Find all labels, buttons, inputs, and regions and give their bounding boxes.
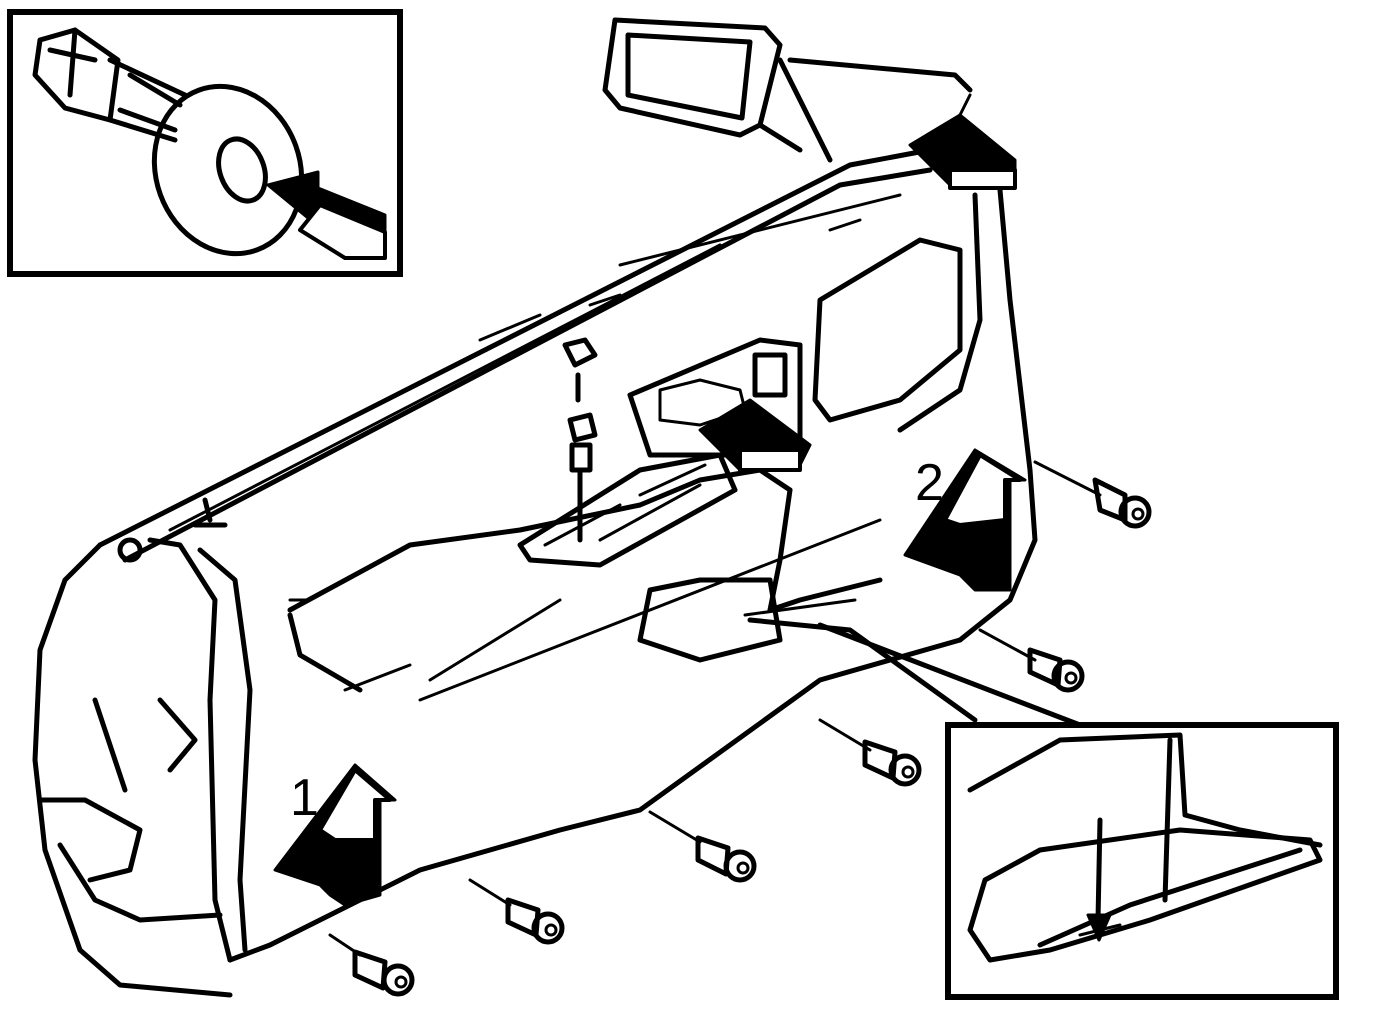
fastener-clips — [328, 460, 1152, 997]
step-label-1: 1 — [290, 769, 319, 827]
fastener-clip — [818, 718, 922, 787]
push-arrow-handle — [698, 398, 812, 472]
mirror-housing — [602, 17, 973, 163]
sill-detail-inset — [945, 722, 1339, 1000]
lift-arrow-2: 2 — [903, 448, 1027, 592]
clip-pull-arrow — [266, 170, 387, 260]
fastener-clip — [468, 878, 565, 945]
fastener-clip — [1033, 460, 1152, 529]
lift-arrow-1: 1 — [273, 763, 397, 907]
fastener-clip — [978, 628, 1085, 693]
clip-detail-inset — [7, 9, 403, 277]
fastener-clip — [328, 933, 415, 997]
detail-callout-wedge — [743, 598, 1083, 728]
step-label-2: 2 — [915, 454, 944, 512]
fastener-clip — [648, 810, 757, 883]
push-arrow-mirror — [908, 93, 1017, 190]
